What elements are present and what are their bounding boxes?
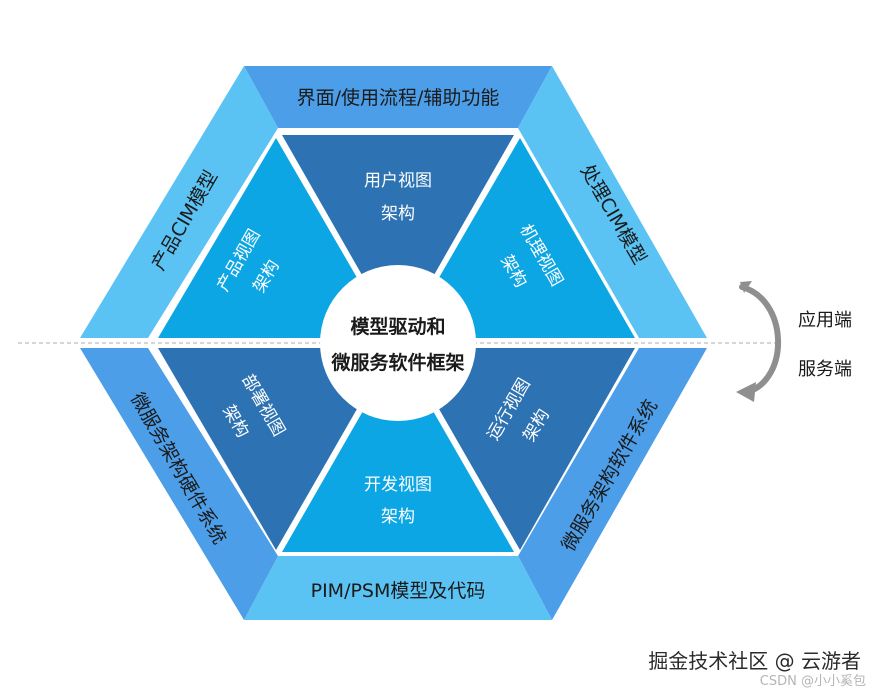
- outer-band-top: [244, 66, 552, 128]
- view-user: [282, 135, 514, 338]
- side-label-server: 服务端: [798, 359, 852, 380]
- outer-band-bottom: [244, 556, 552, 620]
- band-label-bottom: PIM/PSM模型及代码: [311, 580, 486, 602]
- view-runtime: [404, 348, 635, 550]
- view-mechanism: [404, 138, 635, 338]
- band-label-top: 界面/使用流程/辅助功能: [297, 87, 500, 109]
- view-label-user-line2: 架构: [381, 204, 415, 224]
- view-deployment: [158, 348, 392, 550]
- curved-arrow-icon: [736, 281, 781, 402]
- view-label-user-line1: 用户视图: [364, 171, 432, 191]
- center-circle: [320, 265, 476, 421]
- view-label-development-line2: 架构: [381, 507, 415, 527]
- outer-band-lower-right: [518, 348, 707, 620]
- outer-band-upper-right: [518, 66, 707, 338]
- watermark-small: CSDN @小小奚包: [760, 674, 866, 689]
- view-development: [282, 350, 514, 552]
- center-label-line1: 模型驱动和: [350, 315, 445, 338]
- center-label-line2: 微服务软件框架: [330, 351, 464, 374]
- view-product: [158, 138, 392, 338]
- side-label-application: 应用端: [798, 310, 852, 331]
- outer-band-lower-left: [80, 348, 278, 620]
- outer-band-upper-left: [80, 66, 278, 338]
- watermark-main: 掘金技术社区 @ 云游者: [648, 649, 861, 673]
- view-label-development-line1: 开发视图: [364, 475, 432, 495]
